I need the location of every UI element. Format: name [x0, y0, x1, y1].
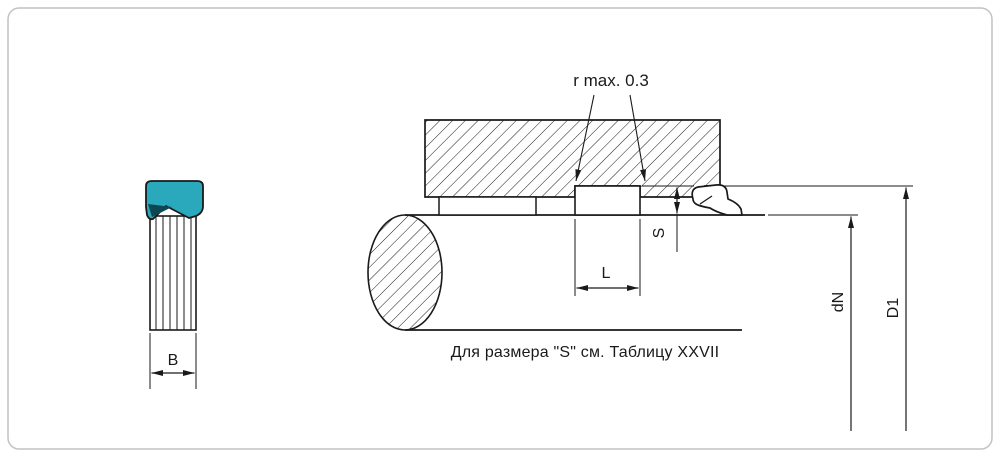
caption-size-table-note: Для размера "S" см. Таблицу XXVII	[451, 344, 720, 361]
dim-dN-label: dN	[830, 292, 847, 312]
seal-lip-shadow	[148, 204, 172, 217]
housing-section	[424, 119, 721, 198]
seal-body-vertical-hatch	[155, 216, 192, 330]
dimension-D1: D1	[724, 185, 913, 431]
radius-note-label: r max. 0.3	[573, 71, 649, 90]
guide-band	[438, 196, 537, 216]
dim-L-label: L	[602, 265, 611, 282]
seal-body	[149, 215, 197, 331]
seal-groove	[574, 185, 641, 216]
dimension-S: S	[642, 185, 694, 252]
installed-wiper-profile	[691, 184, 743, 216]
shaft-end-face	[367, 214, 443, 331]
dimension-L: L	[574, 219, 641, 296]
dimension-B: B	[149, 333, 197, 389]
radius-note-group: r max. 0.3	[573, 71, 649, 182]
dim-S-label: S	[651, 228, 668, 239]
dim-D1-label: D1	[885, 298, 902, 319]
radius-leader-right	[629, 94, 646, 182]
radius-leader-left	[575, 94, 595, 182]
installation-view: r max. 0.3 L S dN D1	[367, 71, 913, 431]
panel-border	[7, 7, 993, 450]
dim-B-label: B	[168, 352, 179, 369]
dimension-dN: dN	[768, 214, 858, 431]
seal-cross-section-view: B	[145, 180, 204, 389]
installed-wiper-lip-line	[699, 195, 713, 205]
